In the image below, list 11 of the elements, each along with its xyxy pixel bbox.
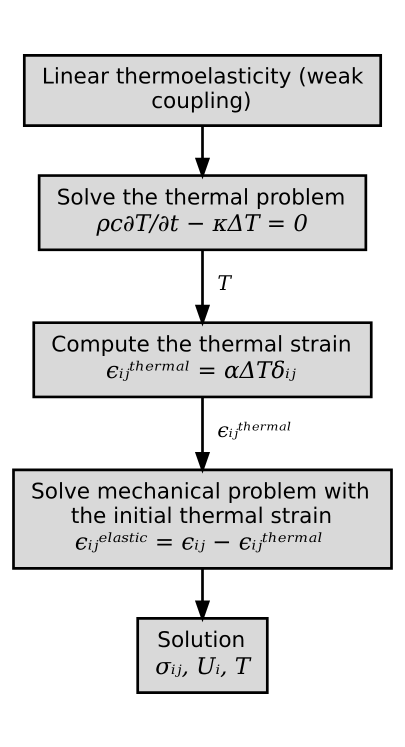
arrow [194, 250, 210, 326]
edge-label: ϵᵢⱼᵗʰᵉʳᵐᵃˡ [217, 418, 292, 442]
arrow [194, 396, 210, 474]
node-box: Linear thermoelasticity (weak coupling) [22, 54, 382, 126]
node-box: Solution σᵢⱼ, Uᵢ, T [136, 616, 269, 694]
node-box: Compute the thermal strain ϵᵢⱼᵗʰᵉʳᵐᵃˡ = αΔTδᵢⱼ [32, 320, 373, 398]
arrow [194, 125, 210, 179]
node-box: Solve the thermal problem ρc∂T/∂t − κΔT = 0 [38, 174, 368, 251]
node-box: Solve mechanical problem with the initial thermal strain ϵᵢⱼᵉˡᵃˢᵗⁱᶜ = ϵᵢⱼ − ϵᵢⱼᵗʰᵉʳᵐᵃˡ [12, 468, 393, 570]
edge-label: T [217, 270, 231, 295]
arrow [194, 568, 210, 622]
